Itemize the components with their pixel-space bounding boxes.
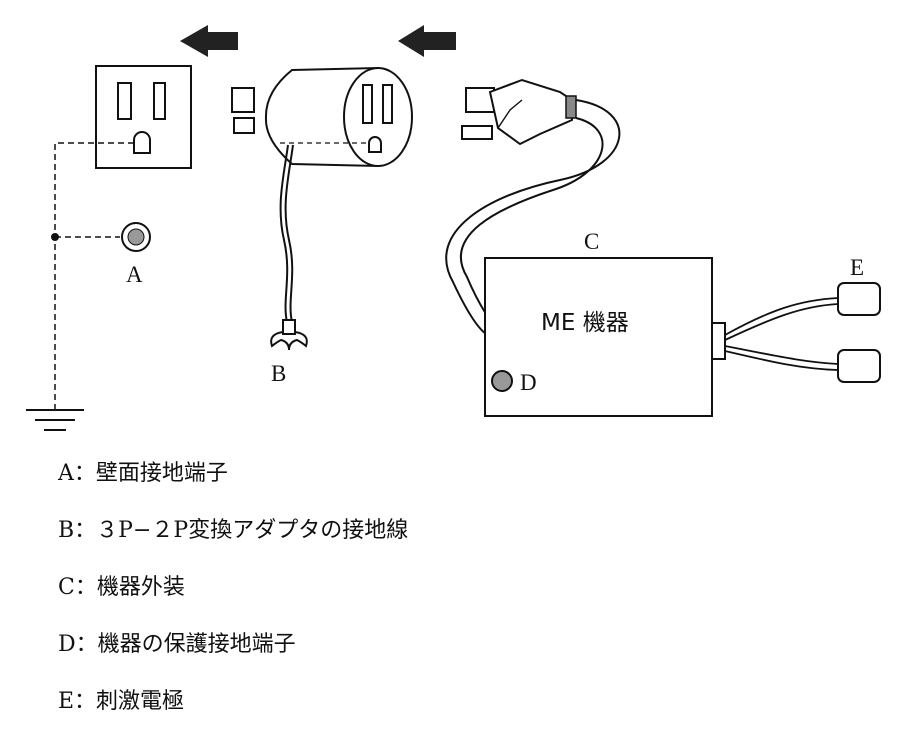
label-e: E — [850, 255, 864, 280]
legend-item-c: C：機器外装 — [58, 575, 185, 600]
electrode-leads — [724, 297, 839, 371]
stimulation-electrode-icon — [837, 282, 881, 316]
arrow-left-icon — [398, 25, 456, 57]
legend-item-b: B：３P−２P変換アダプタの接地線 — [58, 518, 409, 543]
me-device-housing — [484, 257, 713, 417]
stimulation-electrode-icon — [837, 349, 881, 383]
arrow-left-icon — [180, 25, 238, 57]
ground-wiring — [54, 142, 134, 410]
device-plug — [461, 78, 577, 146]
protective-ground-terminal — [491, 370, 513, 392]
wall-ground-terminal — [121, 222, 151, 252]
label-b: B — [271, 361, 286, 386]
grounding-diagram: A B C ME 機器 D — [26, 25, 881, 431]
legend-item-e: E：刺激電極 — [58, 689, 185, 714]
output-connector — [711, 322, 726, 360]
fork-terminal-icon — [270, 319, 308, 351]
adapter-ground-wire — [279, 144, 294, 323]
legend-item-a: A：壁面接地端子 — [58, 461, 228, 486]
junction-dot — [51, 233, 59, 241]
label-c: C — [584, 229, 599, 254]
wall-outlet — [95, 65, 192, 169]
label-a: A — [126, 262, 143, 287]
ground-symbol-icon — [26, 409, 84, 431]
label-d: D — [520, 370, 537, 395]
device-cord — [445, 99, 621, 335]
me-device-label: ME 機器 — [541, 310, 629, 336]
legend-item-d: D：機器の保護接地端子 — [58, 632, 296, 657]
conversion-adapter — [231, 66, 413, 168]
legend: A：壁面接地端子 B：３P−２P変換アダプタの接地線 C：機器外装 D：機器の保… — [58, 452, 408, 737]
